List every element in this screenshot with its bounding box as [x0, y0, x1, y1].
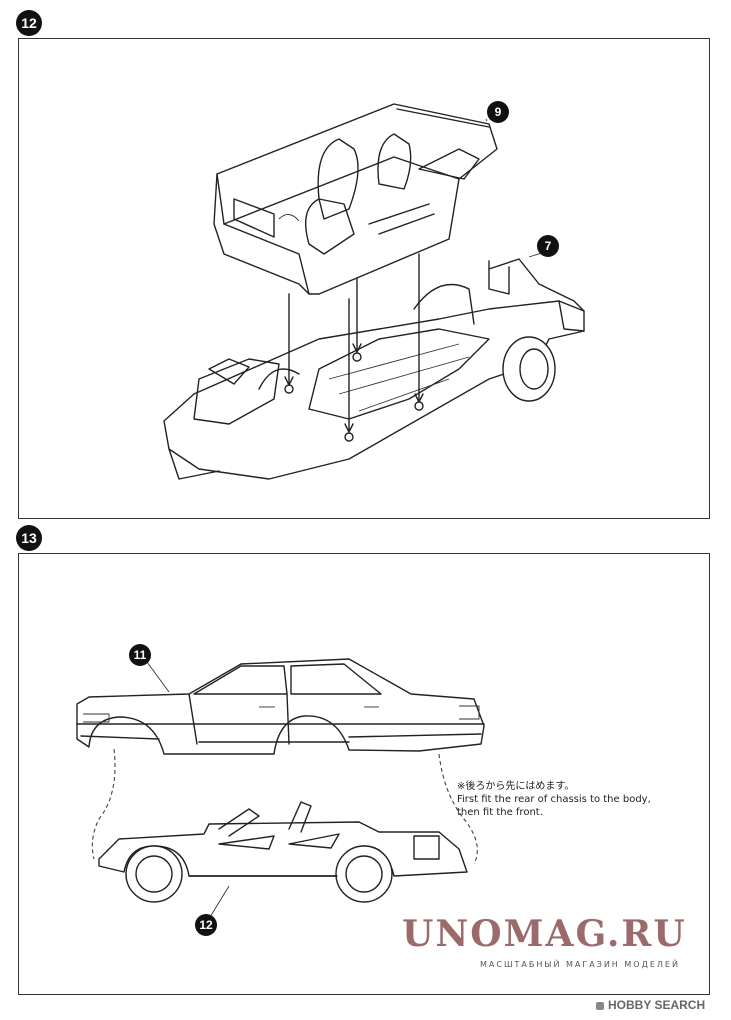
interior-tub-drawing	[213, 103, 498, 295]
car-body-drawing	[76, 658, 485, 755]
unomag-watermark: UNOMAG.RU	[402, 913, 687, 955]
chassis-side-drawing	[98, 801, 468, 903]
note-japanese: ※後ろから先にはめます。	[457, 781, 575, 792]
part-9-callout: 9	[487, 101, 509, 123]
step-13-illustration	[76, 658, 485, 923]
step-13-badge: 13	[16, 525, 42, 551]
step-13-panel: 11 12 ※後ろから先にはめます。 First fit the rear of…	[18, 553, 710, 995]
part-11-callout: 11	[129, 644, 151, 666]
hobby-search-logo-icon	[596, 1001, 604, 1010]
unomag-watermark-subtitle: МАСШТАБНЫЙ МАГАЗИН МОДЕЛЕЙ	[480, 960, 680, 969]
hobby-search-text: HOBBY SEARCH	[608, 998, 706, 1012]
chassis-drawing	[163, 258, 585, 480]
note-english-line1: First fit the rear of chassis to the bod…	[457, 794, 651, 805]
step-12-illustration	[163, 103, 585, 480]
hobby-search-credit: HOBBY SEARCH	[596, 998, 705, 1012]
note-english-line2: then fit the front.	[457, 807, 543, 818]
alignment-guides	[91, 748, 478, 865]
part-7-callout: 7	[537, 235, 559, 257]
part-12-callout: 12	[195, 914, 217, 936]
step-12-panel: 9 7	[18, 38, 710, 519]
step-12-badge: 12	[16, 10, 42, 36]
assembly-note: ※後ろから先にはめます。 First fit the rear of chass…	[457, 780, 697, 819]
